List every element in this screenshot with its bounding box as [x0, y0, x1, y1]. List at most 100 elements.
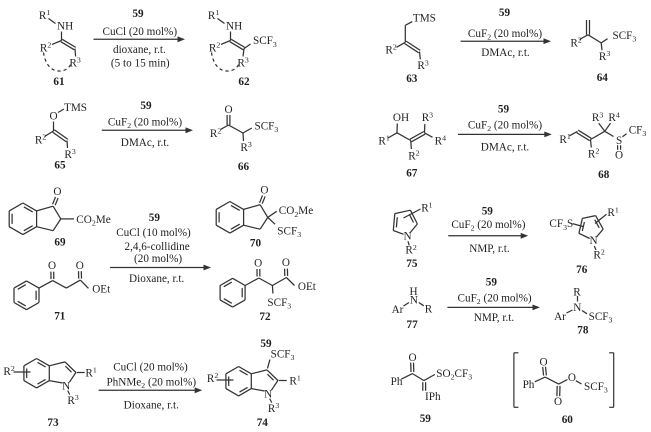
svg-text:SCF3​: SCF3​ — [255, 120, 279, 134]
svg-text:R: R — [425, 303, 433, 315]
svg-text:TMS: TMS — [64, 102, 87, 114]
svg-text:NMP, r.t.: NMP, r.t. — [469, 243, 510, 255]
svg-text:R1​: R1​ — [378, 134, 389, 148]
svg-text:SO2​CF3​: SO2​CF3​ — [436, 368, 472, 382]
svg-text:(20 mol%): (20 mol%) — [134, 253, 182, 265]
svg-text:DMAc, r.t.: DMAc, r.t. — [121, 137, 170, 149]
svg-text:75: 75 — [406, 258, 418, 270]
svg-text:O: O — [408, 352, 416, 364]
svg-text:dioxane, r.t.: dioxane, r.t. — [113, 44, 166, 56]
svg-text:R3​: R3​ — [592, 111, 603, 125]
svg-text:PhNMe2​ (20 mol%): PhNMe2​ (20 mol%) — [106, 377, 196, 391]
svg-text:R2​: R2​ — [210, 127, 221, 141]
svg-text:CuF2​ (20 mol%): CuF2​ (20 mol%) — [451, 219, 525, 233]
svg-text:70: 70 — [250, 237, 262, 249]
svg-text:R2​: R2​ — [588, 147, 599, 161]
svg-text:SCF3​: SCF3​ — [584, 381, 608, 395]
svg-text:Ph: Ph — [523, 379, 535, 391]
svg-text:60: 60 — [562, 414, 574, 426]
svg-text:R2​: R2​ — [408, 149, 419, 163]
svg-text:74: 74 — [257, 417, 269, 429]
svg-text:R3​: R3​ — [422, 111, 433, 125]
svg-text:R2​: R2​ — [593, 248, 604, 262]
svg-text:R: R — [573, 287, 581, 299]
svg-text:R3​: R3​ — [417, 59, 428, 73]
svg-text:OH: OH — [393, 112, 409, 124]
svg-text:CuF2​ (20 mol%): CuF2​ (20 mol%) — [468, 28, 542, 42]
svg-text:O: O — [282, 257, 290, 269]
svg-text:65: 65 — [54, 159, 66, 171]
svg-text:S: S — [616, 135, 622, 147]
svg-text:59: 59 — [260, 338, 272, 350]
svg-text:68: 68 — [598, 169, 610, 181]
svg-text:64: 64 — [597, 72, 609, 84]
svg-text:O: O — [554, 396, 562, 408]
svg-text:R1​: R1​ — [289, 374, 300, 388]
svg-text:71: 71 — [54, 310, 66, 322]
svg-text:72: 72 — [259, 311, 271, 323]
svg-text:59: 59 — [132, 8, 144, 20]
svg-text:69: 69 — [54, 236, 66, 248]
svg-text:77: 77 — [407, 319, 419, 331]
svg-text:R4​: R4​ — [435, 134, 446, 148]
svg-text:R1​: R1​ — [421, 201, 432, 215]
svg-text:59: 59 — [482, 205, 494, 217]
svg-text:R3​: R3​ — [64, 147, 75, 161]
svg-text:O: O — [568, 372, 576, 384]
svg-text:SCF3​: SCF3​ — [277, 226, 301, 240]
svg-text:R1​: R1​ — [559, 132, 570, 146]
svg-text:O: O — [540, 357, 548, 369]
svg-text:H: H — [409, 286, 417, 298]
svg-text:R4​: R4​ — [608, 111, 619, 125]
svg-text:NMP, r.t.: NMP, r.t. — [474, 312, 515, 324]
svg-text:N: N — [573, 302, 581, 314]
svg-text:R1​: R1​ — [85, 366, 96, 380]
svg-text:2,4,6-collidine: 2,4,6-collidine — [124, 241, 189, 253]
svg-text:DMAc, r.t.: DMAc, r.t. — [481, 142, 530, 154]
svg-text:DMAc, r.t.: DMAc, r.t. — [481, 47, 530, 59]
svg-text:73: 73 — [47, 417, 59, 429]
svg-text:CF3​: CF3​ — [629, 125, 647, 139]
svg-text:N: N — [264, 389, 272, 401]
svg-text:O: O — [224, 104, 232, 116]
svg-text:67: 67 — [406, 167, 418, 179]
svg-text:R1​: R1​ — [208, 8, 219, 22]
svg-text:R2​: R2​ — [385, 43, 396, 57]
svg-text:59: 59 — [499, 7, 511, 19]
svg-text:NH: NH — [226, 20, 242, 32]
svg-text:Ph: Ph — [391, 376, 403, 388]
svg-text:62: 62 — [238, 76, 250, 88]
svg-text:R2​: R2​ — [405, 243, 416, 257]
svg-text:CuCl (10 mol%): CuCl (10 mol%) — [116, 227, 191, 239]
svg-text:Dioxane, r.t.: Dioxane, r.t. — [129, 273, 185, 285]
svg-text:Dioxane, r.t.: Dioxane, r.t. — [124, 399, 180, 411]
svg-text:N: N — [403, 231, 411, 243]
svg-text:CF3​S: CF3​S — [549, 218, 573, 232]
svg-text:O: O — [76, 260, 84, 272]
svg-text:59: 59 — [420, 413, 432, 425]
svg-text:CO2​Me: CO2​Me — [76, 214, 110, 228]
svg-text:CuF2​ (20 mol%): CuF2​ (20 mol%) — [468, 119, 542, 133]
svg-text:R1​: R1​ — [39, 8, 50, 22]
svg-text:R2​: R2​ — [207, 371, 218, 385]
svg-text:R2​: R2​ — [3, 364, 14, 378]
svg-text:O: O — [260, 184, 268, 196]
svg-text:O: O — [254, 258, 262, 270]
svg-text:R3​: R3​ — [69, 56, 80, 70]
svg-text:SCF3​: SCF3​ — [271, 349, 295, 363]
svg-text:SCF3​: SCF3​ — [613, 30, 637, 44]
svg-text:O: O — [49, 110, 57, 122]
svg-text:O: O — [53, 186, 61, 198]
svg-text:R3​: R3​ — [240, 140, 251, 154]
svg-text:76: 76 — [576, 264, 588, 276]
svg-text:CO2​Me: CO2​Me — [279, 205, 313, 219]
svg-text:O: O — [615, 149, 623, 161]
svg-text:Ar: Ar — [392, 304, 404, 316]
svg-text:R2​: R2​ — [570, 36, 581, 50]
svg-text:CuCl (20 mol%): CuCl (20 mol%) — [113, 362, 188, 374]
svg-text:N: N — [589, 235, 597, 247]
svg-text:R1​: R1​ — [607, 206, 618, 220]
svg-text:CuF2​ (20 mol%): CuF2​ (20 mol%) — [108, 117, 182, 131]
svg-text:CuF2​ (20 mol%): CuF2​ (20 mol%) — [458, 292, 532, 306]
svg-text:SCF3​: SCF3​ — [267, 297, 291, 311]
